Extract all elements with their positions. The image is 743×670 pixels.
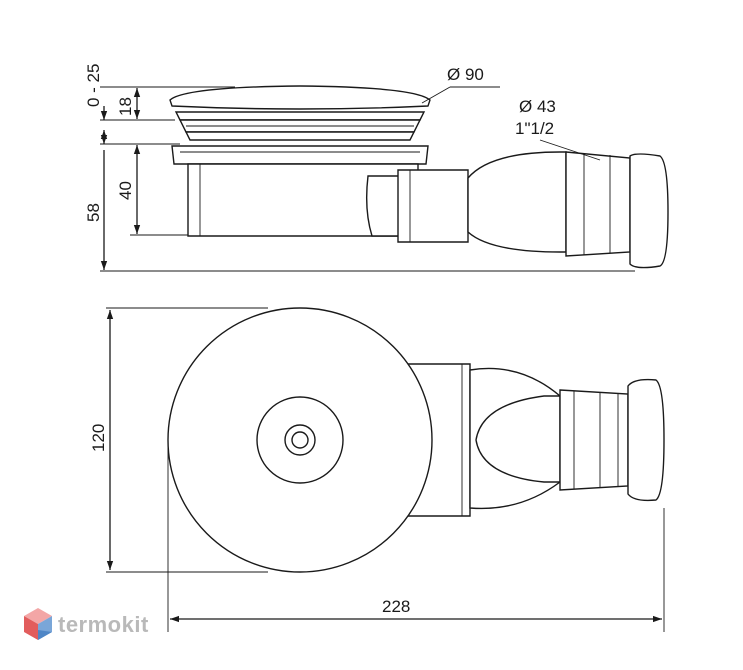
dim-total-length: 228 [382,597,410,616]
brand-name: termokit [58,612,149,637]
dim-grate-height: 18 [116,97,135,116]
top-outlet-end-cap [627,378,665,502]
dim-total-height: 58 [84,203,103,222]
dim-outlet-diameter: Ø 43 [519,97,556,116]
dim-outlet-thread: 1"1/2 [515,119,554,138]
dim-body-height: 40 [116,181,135,200]
drain-center-hole [291,431,309,449]
dim-plan-width: 120 [89,424,108,452]
grate-cap [169,85,431,110]
outlet-siphon [467,151,567,253]
side-view: 0 - 25 18 40 58 Ø 90 Ø 43 1"1/2 [84,64,669,272]
top-view: 120 228 [89,307,665,632]
outlet-end-cap [629,153,669,269]
drain-flange [171,145,429,165]
termokit-logo-icon [24,608,52,640]
dim-grate-diameter: Ø 90 [447,65,484,84]
dim-adjust-range: 0 - 25 [84,64,103,107]
outlet-elbow [365,175,401,237]
